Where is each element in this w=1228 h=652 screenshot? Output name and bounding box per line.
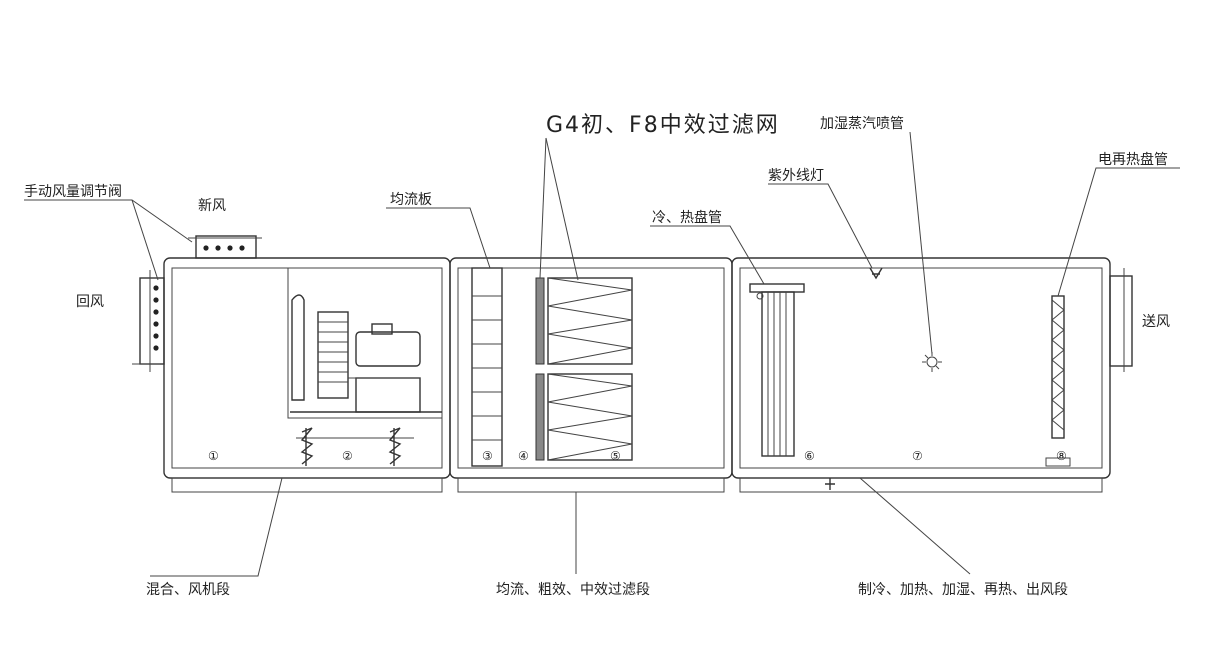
uv-lamp xyxy=(869,267,883,280)
supply-air-outlet xyxy=(1109,268,1133,372)
f8-filter-bags xyxy=(547,277,633,461)
drain-marker xyxy=(825,478,835,490)
casing-section-1 xyxy=(163,257,451,493)
label-equalizer: 均流板 xyxy=(390,192,432,208)
casing-section-3 xyxy=(731,257,1111,493)
label-return-air: 回风 xyxy=(76,294,104,310)
marker-3: ③ xyxy=(482,449,493,463)
label-section-mixing: 混合、风机段 xyxy=(146,582,230,598)
label-humidifier: 加湿蒸汽喷管 xyxy=(820,116,904,132)
g4-filter xyxy=(535,277,545,461)
cooling-heating-coil xyxy=(749,283,805,457)
fresh-air-damper xyxy=(188,235,262,259)
label-supply-air: 送风 xyxy=(1142,314,1170,330)
marker-7: ⑦ xyxy=(912,449,923,463)
equalizer-plate xyxy=(471,267,503,467)
marker-2: ② xyxy=(342,449,353,463)
label-section-process: 制冷、加热、加湿、再热、出风段 xyxy=(858,582,1068,598)
marker-6: ⑥ xyxy=(804,449,815,463)
label-fresh-air: 新风 xyxy=(198,198,226,214)
label-electric-reheat: 电再热盘管 xyxy=(1098,151,1168,168)
marker-8: ⑧ xyxy=(1056,449,1067,463)
label-manual-damper: 手动风量调节阀 xyxy=(24,184,122,200)
humidifier-nozzle xyxy=(922,352,942,372)
label-uv-lamp: 紫外线灯 xyxy=(768,168,824,184)
leader-lines xyxy=(24,131,1180,577)
marker-5: ⑤ xyxy=(610,449,621,463)
marker-4: ④ xyxy=(518,449,529,463)
marker-1: ① xyxy=(208,449,219,463)
label-coil: 冷、热盘管 xyxy=(652,209,722,226)
vibration-isolators xyxy=(296,427,414,466)
label-section-filter: 均流、粗效、中效过滤段 xyxy=(496,582,650,598)
label-filters-title: G4初、F8中效过滤网 xyxy=(546,113,780,138)
return-air-damper xyxy=(139,270,165,372)
fan-motor xyxy=(287,267,443,419)
electric-reheat-coil xyxy=(1045,295,1071,467)
